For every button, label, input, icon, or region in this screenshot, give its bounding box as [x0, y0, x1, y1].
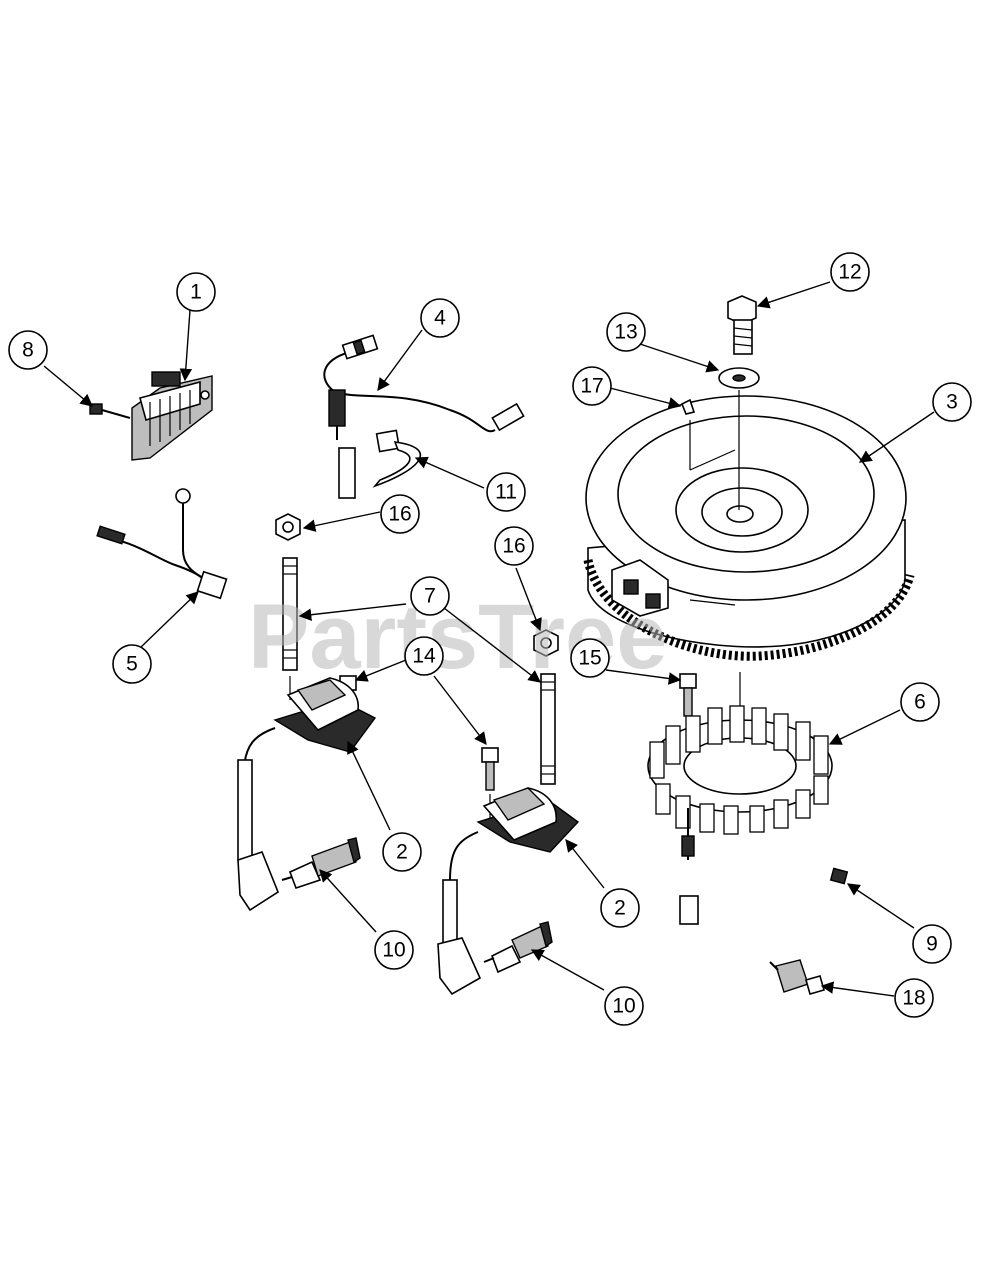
- washer-part: [718, 367, 760, 510]
- callout-label: 8: [22, 339, 34, 362]
- screw-part-14: [339, 675, 499, 826]
- callout-18: 18: [894, 978, 934, 1018]
- callout-16-right: 16: [494, 526, 534, 566]
- callout-label: 14: [412, 645, 436, 668]
- callout-1: 1: [176, 272, 216, 312]
- flywheel-bolt-part: [727, 295, 757, 355]
- callout-16-left: 16: [380, 494, 420, 534]
- callout-7: 7: [410, 576, 450, 616]
- callout-8: 8: [8, 330, 48, 370]
- flywheel-part: [583, 395, 915, 661]
- regulator-rectifier-part: [131, 371, 213, 461]
- leader-lines: [43, 281, 935, 997]
- ignition-module-right-part: [437, 787, 580, 996]
- callout-label: 18: [902, 987, 925, 1010]
- callout-label: 2: [614, 897, 626, 920]
- callout-12: 12: [830, 252, 870, 292]
- callout-5: 5: [112, 644, 152, 684]
- callout-2-left: 2: [382, 832, 422, 872]
- ground-harness-part: [96, 488, 228, 600]
- spark-plug-right-part: [483, 921, 553, 974]
- plug-part-9: [829, 867, 849, 885]
- callout-14: 14: [404, 636, 444, 676]
- callout-11: 11: [486, 472, 526, 512]
- callout-label: 16: [388, 503, 411, 526]
- callout-label: 16: [502, 535, 525, 558]
- callout-label: 7: [424, 585, 436, 608]
- oil-switch-part: [769, 959, 825, 995]
- ignition-module-left-part: [237, 677, 377, 912]
- screw-part-8: [89, 403, 131, 419]
- callout-label: 5: [126, 653, 138, 676]
- callout-17: 17: [572, 366, 612, 406]
- wire-harness-part: [323, 334, 525, 499]
- watermark: PartsTree: [248, 586, 667, 688]
- callout-label: 2: [396, 841, 408, 864]
- callout-label: 1: [190, 281, 202, 304]
- callout-15: 15: [570, 638, 610, 678]
- key-part: [680, 398, 696, 415]
- stator-part: [647, 672, 833, 925]
- callout-label: 4: [434, 307, 446, 330]
- spark-plug-left-part: [281, 837, 361, 890]
- callout-label: 13: [614, 321, 637, 344]
- callout-4: 4: [420, 298, 460, 338]
- callout-2-right: 2: [600, 888, 640, 928]
- callout-label: 15: [578, 647, 601, 670]
- callout-9: 9: [912, 924, 952, 964]
- callout-3: 3: [932, 382, 972, 422]
- callout-label: 12: [838, 261, 861, 284]
- callout-label: 10: [612, 995, 635, 1018]
- stud-left-part: [275, 513, 301, 700]
- stud-right-part: [533, 629, 559, 785]
- callout-6: 6: [900, 682, 940, 722]
- callout-label: 10: [382, 939, 405, 962]
- callout-label: 6: [914, 691, 926, 714]
- callout-10-right: 10: [604, 986, 644, 1026]
- callout-13: 13: [606, 312, 646, 352]
- callout-label: 11: [495, 481, 517, 504]
- callout-label: 17: [580, 375, 603, 398]
- callout-label: 9: [926, 933, 938, 956]
- screw-part-15: [679, 673, 697, 717]
- callout-label: 3: [946, 391, 958, 414]
- callout-10-left: 10: [374, 930, 414, 970]
- tie-strap-part: [372, 429, 422, 488]
